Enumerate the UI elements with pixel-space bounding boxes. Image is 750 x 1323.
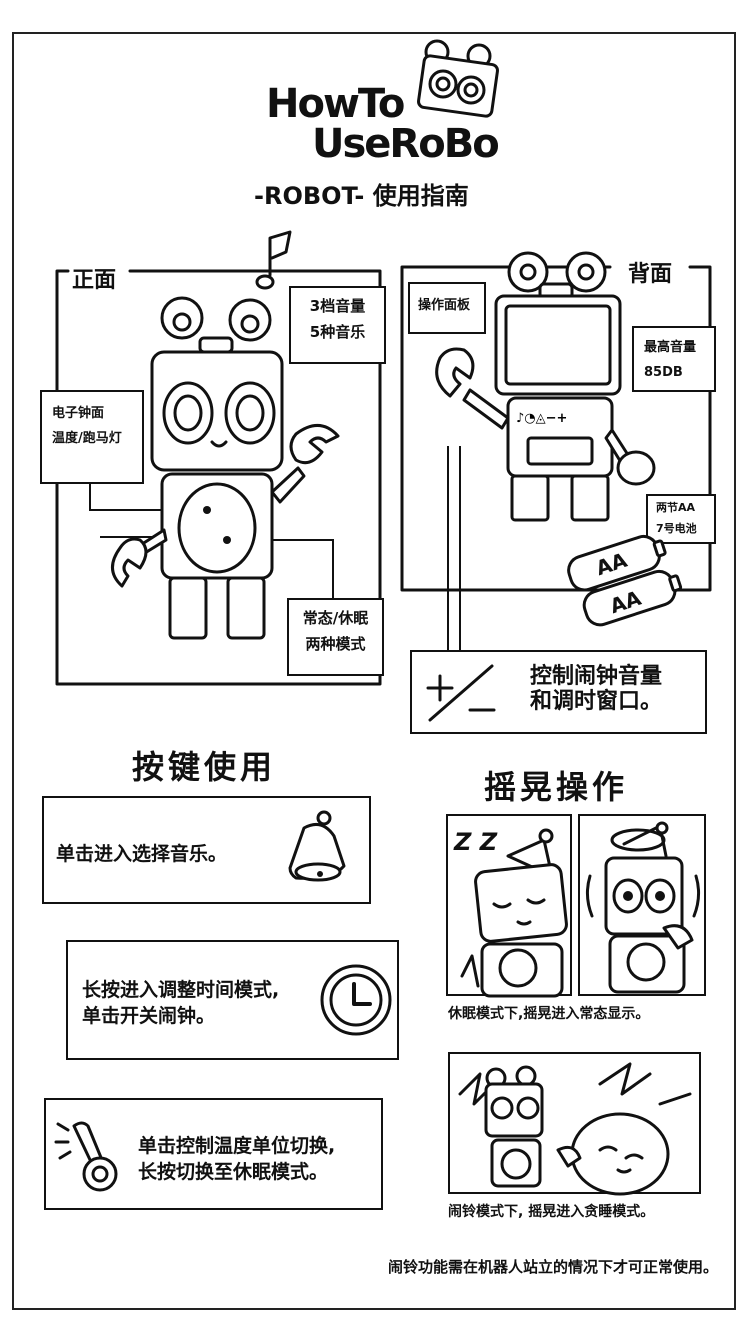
operation-panel-text: 操作面板 [418,298,471,313]
shake-caption-sleep: 休眠模式下,摇晃进入常态显示。 [448,1006,650,1022]
subtitle: -ROBOT- 使用指南 [254,182,469,210]
clock-face-text: 电子钟面 [52,406,105,421]
button-instruction-3-line-1: 单击控制温度单位切换, [138,1135,336,1157]
buttons-heading: 按键使用 [132,748,277,786]
music-count-text: 5种音乐 [309,322,366,341]
volume-control-line-2: 和调时窗口。 [530,689,663,715]
battery-count-text: 两节AA [656,501,696,514]
volume-levels-text: 3档音量 [309,297,366,315]
button-instruction-2-line-1: 长按进入调整时间模式, [82,979,280,1001]
button-instruction-3-line-2: 长按切换至休眠模式。 [138,1160,329,1183]
shake-heading: 摇晃操作 [484,768,629,806]
volume-control-text: 控制闹钟音量 和调时窗口。 [530,664,662,715]
title-line-1: HowTo [266,81,405,127]
max-volume-callout: 最高音量 85DB [632,326,716,392]
awake-robot-illustration [585,821,701,994]
alarm-robot-illustration [458,1062,692,1196]
max-volume-text: 最高音量 [644,340,697,355]
mode-states-text: 常态/休眠 [302,609,369,627]
clock-face-callout: 电子钟面 温度/跑马灯 [40,390,144,484]
battery-icon [567,534,683,627]
button-instruction-2-text: 长按进入调整时间模式, 单击开关闹钟。 [82,978,279,1029]
back-label: 背面 [628,262,673,287]
operation-panel-callout: 操作面板 [408,282,486,334]
page-frame [12,32,736,1310]
shake-caption-alarm: 闹铃模式下, 摇晃进入贪睡模式。 [448,1204,655,1220]
battery-callout: 两节AA 7号电池 [646,494,716,544]
temperature-marquee-text: 温度/跑马灯 [52,430,122,446]
decibel-text: 85DB [644,364,683,380]
back-panel-lines [400,265,712,650]
mode-callout: 常态/休眠 两种模式 [287,598,384,676]
volume-control-line-1: 控制闹钟音量 [530,664,663,689]
svg-text:♪◔◬−+: ♪◔◬−+ [516,411,567,426]
key-icon [54,1121,118,1192]
volume-callout: 3档音量 5种音乐 [289,286,386,364]
robot-head-logo-icon [417,39,499,118]
front-label: 正面 [72,268,117,293]
button-instruction-2-line-2: 单击开关闹钟。 [82,1004,216,1027]
sleeping-robot-illustration [460,828,568,998]
bell-icon [288,810,346,882]
button-instruction-2: 长按进入调整时间模式, 单击开关闹钟。 [66,940,399,1060]
button-instruction-1-text: 单击进入选择音乐。 [56,843,228,865]
clock-icon [320,964,392,1036]
button-instruction-3-text: 单击控制温度单位切换, 长按切换至休眠模式。 [138,1134,335,1185]
robot-front-illustration [111,230,340,640]
mode-count-text: 两种模式 [305,634,366,653]
plus-minus-icon [426,664,496,722]
battery-type-text: 7号电池 [656,521,697,535]
footer-note: 闹铃功能需在机器人站立的情况下才可正常使用。 [388,1258,719,1276]
robot-back-illustration: ♪◔◬−+ [435,251,656,522]
zzz-text: Z Z [454,828,498,856]
volume-control-box [410,650,707,734]
title-line-2: UseRoBo [312,121,500,167]
